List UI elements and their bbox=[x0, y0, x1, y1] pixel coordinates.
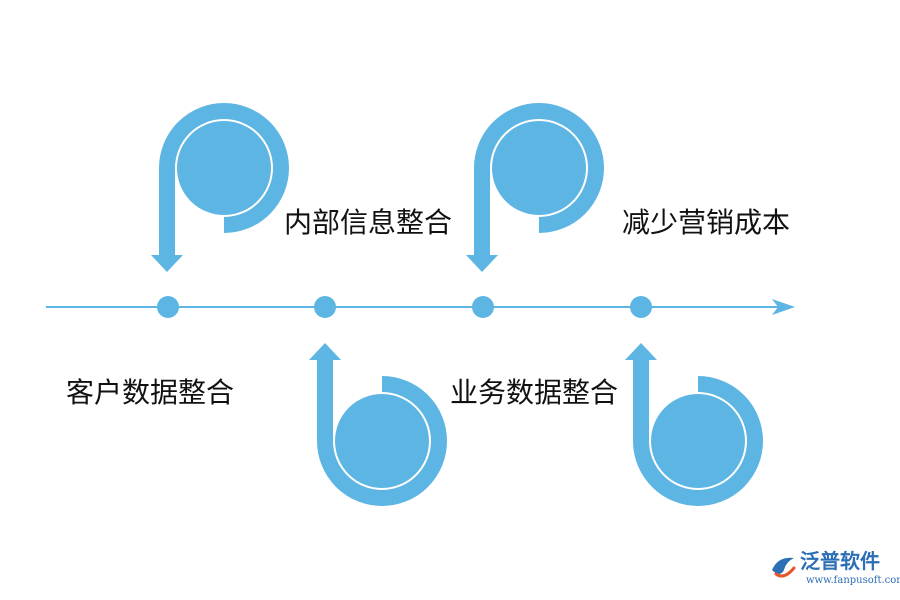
step-label-business-data: 业务数据整合 bbox=[450, 376, 619, 409]
step-label-reduce-marketing-cost: 减少营销成本 bbox=[622, 206, 791, 239]
brand-logo-icon bbox=[772, 557, 796, 578]
timeline-node-4 bbox=[630, 296, 652, 318]
timeline-arrowhead bbox=[772, 299, 795, 315]
brand-name: 泛普软件 bbox=[800, 549, 880, 573]
timeline-node-3 bbox=[472, 296, 494, 318]
timeline-node-2 bbox=[314, 296, 336, 318]
brand-url: www.fanpusoft.com bbox=[806, 575, 900, 586]
timeline-node-1 bbox=[157, 296, 179, 318]
p-shape-top-1 bbox=[151, 103, 289, 272]
step-label-customer-data: 客户数据整合 bbox=[66, 376, 235, 409]
b-shape-bottom-1 bbox=[309, 343, 447, 506]
b-shape-bottom-2 bbox=[625, 343, 763, 506]
brand-logo: 泛普软件 www.fanpusoft.com bbox=[766, 548, 900, 594]
p-shape-top-2 bbox=[466, 103, 604, 272]
step-label-internal-info: 内部信息整合 bbox=[284, 206, 453, 239]
